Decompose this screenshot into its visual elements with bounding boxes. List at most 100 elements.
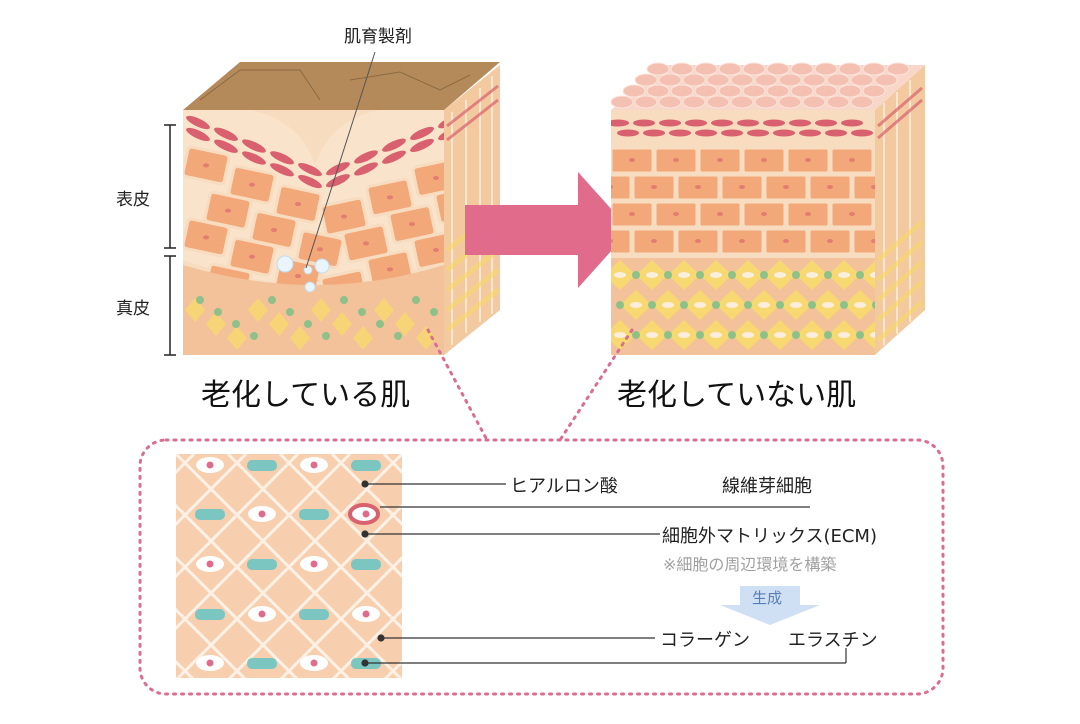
cell-nucleus	[871, 239, 875, 243]
cell-nucleus	[739, 239, 745, 243]
cell-nucleus	[805, 158, 811, 162]
surface-bump	[790, 62, 814, 76]
aged-skin-block	[183, 51, 500, 355]
stratum-corneum-cell	[410, 138, 434, 153]
collagen-fiber	[0, 454, 142, 680]
stratum-corneum-cell	[617, 129, 639, 137]
surface-bump	[742, 62, 766, 76]
surface-bump	[874, 73, 898, 87]
fiber-core	[854, 302, 866, 308]
fiber-core	[790, 302, 802, 308]
stratum-corneum-cell	[799, 129, 821, 137]
surface-bump	[766, 62, 790, 76]
cell-nucleus	[203, 163, 209, 168]
surface-bump	[634, 95, 658, 109]
legend-lines	[361, 480, 847, 667]
surface-bump	[754, 95, 778, 109]
cell-nucleus	[433, 248, 439, 252]
legend-ecm: 細胞外マトリックス(ECM)	[662, 526, 877, 547]
cell-nucleus	[611, 239, 613, 243]
surface-bump	[682, 73, 706, 87]
fibroblast-dot	[322, 332, 330, 340]
cell-nucleus	[295, 274, 301, 279]
stratum-corneum-cell	[354, 162, 378, 176]
fiber-core	[710, 272, 722, 278]
fibroblast-dot	[412, 296, 420, 304]
collagen-fiber	[279, 555, 402, 678]
surface-bump	[634, 73, 658, 87]
fiber-core	[678, 272, 690, 278]
surface-bump	[658, 73, 682, 87]
fibroblast-dot	[648, 301, 656, 309]
fibroblast-dot	[744, 301, 752, 309]
dermis-label: 真皮	[116, 299, 150, 319]
stratum-corneum-cell	[186, 127, 210, 142]
fibroblast-dot	[250, 332, 258, 340]
cell-nucleus	[629, 212, 635, 216]
hyaluronic-acid	[247, 658, 277, 669]
fiber-core	[742, 272, 754, 278]
surface-bump	[850, 73, 874, 87]
surface-bump	[778, 95, 802, 109]
cell-nucleus	[629, 158, 635, 162]
fiber-core	[694, 302, 706, 308]
fiber-core	[774, 332, 786, 338]
surface-bump	[706, 95, 730, 109]
legend-fibroblast: 線維芽細胞	[722, 476, 812, 497]
elastin-fiber	[248, 298, 268, 322]
collagen-fiber	[0, 454, 90, 680]
surface-bump	[646, 84, 670, 98]
legend-ecm-note: ※細胞の周辺環境を構築	[663, 555, 837, 574]
fibroblast-nucleus	[310, 560, 318, 568]
fibroblast-dot	[808, 301, 816, 309]
surface-bump	[718, 62, 742, 76]
cell-nucleus	[849, 158, 855, 162]
fibroblast-dot	[824, 271, 832, 279]
cell-nucleus	[827, 185, 833, 189]
surface-bump	[862, 84, 886, 98]
stratum-corneum-cell	[721, 129, 743, 137]
surface-bump	[646, 62, 670, 76]
elastin-fiber	[416, 326, 436, 350]
legend-elastin: エラスチン	[788, 630, 878, 651]
surface-bump	[622, 84, 646, 98]
surface-bump	[718, 84, 742, 98]
fibroblast-dot	[340, 296, 348, 304]
surface-bump	[778, 73, 802, 87]
surface-bump	[802, 73, 826, 87]
fibroblast-dot	[696, 271, 704, 279]
fiber-core	[838, 272, 850, 278]
fibroblast-dot	[664, 271, 672, 279]
stratum-corneum-cell	[270, 163, 294, 177]
fiber-core	[614, 332, 626, 338]
cell-nucleus	[433, 176, 439, 180]
fiber-core	[710, 332, 722, 338]
fibroblast-dot	[824, 331, 832, 339]
elastin-fiber	[311, 298, 331, 322]
stratum-corneum-cell	[825, 129, 847, 137]
stratum-corneum-cell	[747, 129, 769, 137]
cell-nucleus	[761, 212, 767, 216]
fibroblast-nucleus	[310, 461, 318, 469]
cell-nucleus	[387, 267, 393, 272]
hyaluronic-acid	[247, 559, 277, 570]
cell-nucleus	[611, 185, 613, 189]
hyaluronic-acid	[299, 609, 329, 620]
surface-bump	[754, 73, 778, 87]
zoom-connector-left	[426, 328, 489, 442]
fiber-core	[646, 332, 658, 338]
cell-nucleus	[249, 254, 255, 259]
young-side-face	[875, 65, 925, 355]
fibroblast-nucleus	[362, 610, 370, 618]
surface-bump	[670, 62, 694, 76]
fibroblast-dot	[632, 331, 640, 339]
surface-bump	[838, 62, 862, 76]
fiber-core	[822, 302, 834, 308]
fiber-core	[870, 272, 875, 278]
cell-nucleus	[761, 158, 767, 162]
cell-nucleus	[695, 185, 701, 189]
stratum-corneum-cell	[633, 119, 655, 127]
cell-nucleus	[717, 158, 723, 162]
fiber-core	[614, 272, 626, 278]
fibroblast-dot	[268, 296, 276, 304]
